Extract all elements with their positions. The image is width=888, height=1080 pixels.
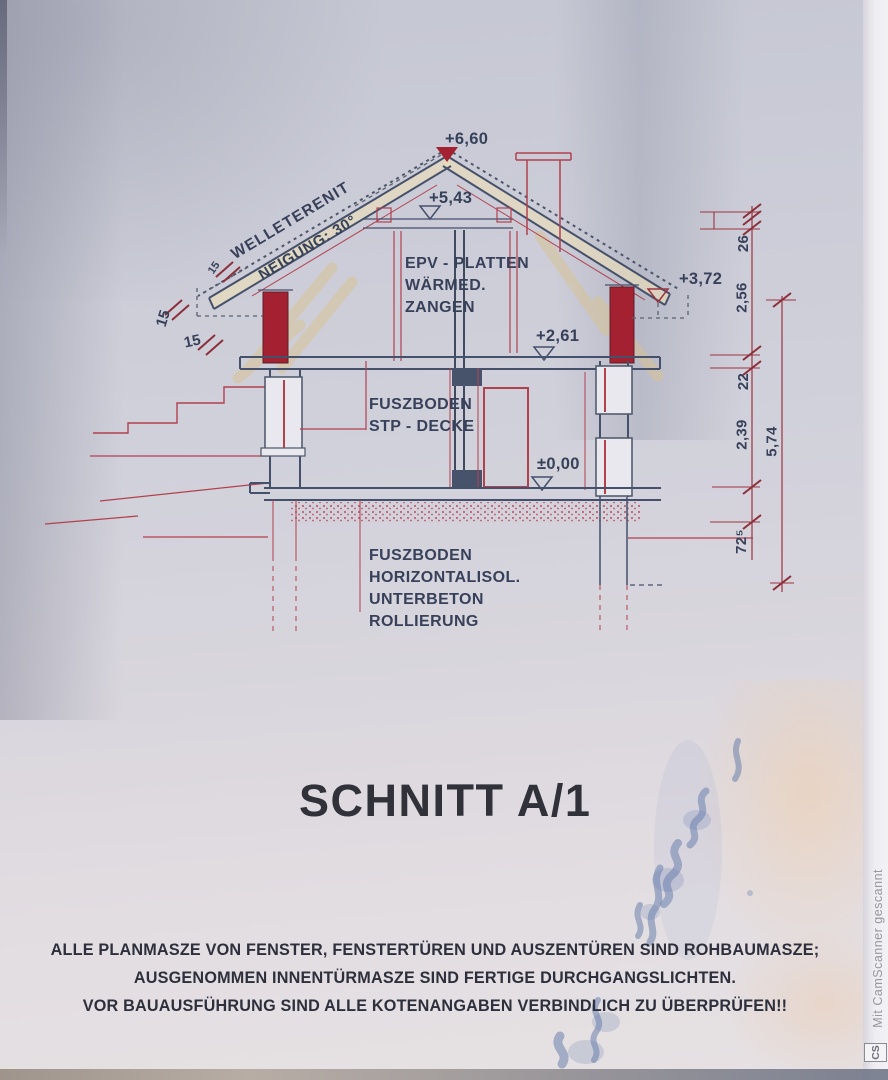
dim-2-56: 2,56	[733, 282, 751, 313]
floor-slab	[249, 482, 661, 523]
paper-shade-band	[555, 0, 745, 440]
camscanner-logo: CS	[864, 1043, 887, 1062]
scan-edge-left	[0, 0, 7, 280]
floor-note: FUSZBODEN STP - DECKE	[369, 394, 474, 438]
section-title: SCHNITT A/1	[299, 775, 592, 826]
dim-26: 26	[735, 234, 753, 253]
attic-note: EPV - PLATTEN WÄRMED. ZANGEN	[405, 253, 529, 319]
camscanner-watermark-strip	[863, 0, 888, 1080]
level-eave-label: +3,72	[679, 270, 723, 288]
paper-stain-peach	[698, 680, 883, 960]
floor-note-line2: STP - DECKE	[369, 418, 475, 435]
footnote-line3: VOR BAUAUSFÜHRUNG SIND ALLE KOTENANGABEN…	[82, 997, 788, 1015]
dim-15-upper: 15	[152, 308, 174, 329]
dim-72-5: 72⁵	[732, 529, 750, 554]
attic-note-line3: ZANGEN	[405, 299, 475, 316]
footnote-line2: AUSGENOMMEN INNENTÜRMASZE SIND FERTIGE D…	[133, 969, 737, 987]
dim-15-lower: 15	[182, 331, 203, 352]
level-collar-label: +5,43	[429, 189, 473, 207]
foundation-note: FUSZBODEN HORIZONTALISOL. UNTERBETON ROL…	[369, 545, 520, 633]
floor-note-line1: FUSZBODEN	[369, 396, 473, 413]
paper-stain-peach-2	[730, 930, 888, 1080]
foundation-note-line1: FUSZBODEN	[369, 547, 473, 564]
level-upper-floor-label: +2,61	[536, 327, 580, 345]
paper-shade-left	[0, 0, 150, 720]
dim-22: 22	[735, 372, 753, 391]
footnote-line1: ALLE PLANMASZE VON FENSTER, FENSTERTÜREN…	[50, 941, 820, 959]
foundation-note-line3: UNTERBETON	[369, 591, 484, 608]
attic-note-line2: WÄRMED.	[405, 277, 487, 294]
dim-5-74: 5,74	[763, 426, 781, 457]
terrain-lines	[44, 455, 753, 539]
level-ground-floor-label: ±0,00	[537, 455, 580, 473]
foundation-note-line2: HORIZONTALISOL.	[369, 569, 521, 586]
level-ridge-label: +6,60	[445, 130, 489, 148]
scan-edge-bottom	[0, 1069, 888, 1080]
foundation-note-line4: ROLLIERUNG	[369, 613, 479, 630]
camscanner-watermark-text: Mit CamScanner gescannt	[871, 869, 885, 1028]
dim-2-39: 2,39	[733, 419, 751, 450]
attic-note-line1: EPV - PLATTEN	[405, 255, 530, 272]
